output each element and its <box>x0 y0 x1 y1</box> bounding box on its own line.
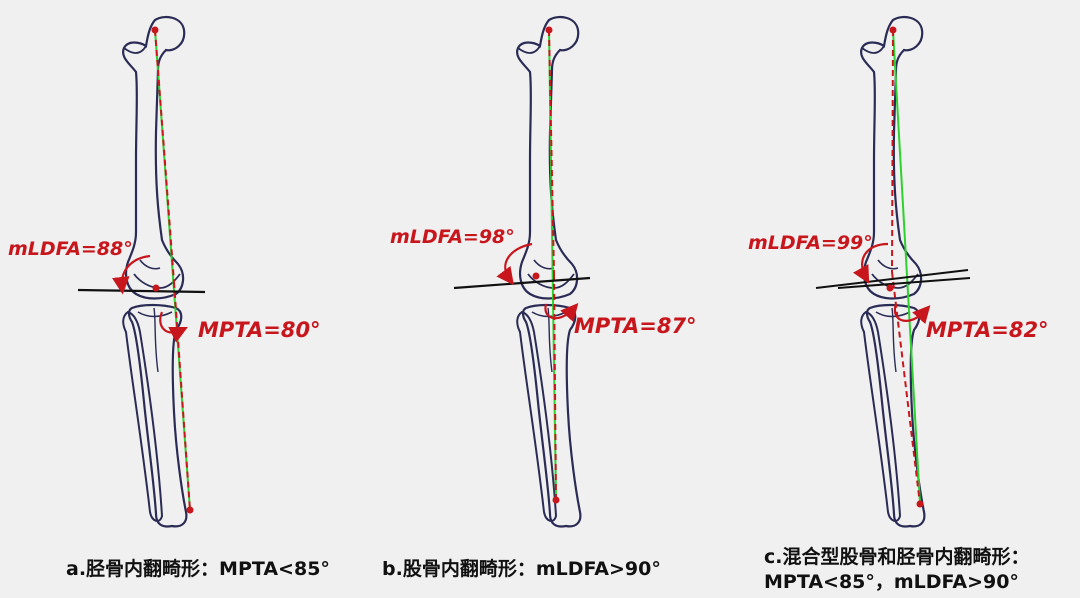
reference-axis-tibia-b <box>553 273 557 501</box>
ankle-point-b <box>552 496 560 504</box>
joint-line-a <box>77 288 206 294</box>
mldfa-label-a: mLDFA=88° <box>8 238 133 260</box>
mechanical-axis-b <box>548 29 557 501</box>
femoral-head-point-c <box>889 26 897 34</box>
ankle-point-c <box>916 500 924 508</box>
mldfa-arc-c <box>852 242 889 284</box>
mpta-label-a: MPTA=80° <box>198 318 321 342</box>
mpta-arc-a <box>159 311 188 343</box>
knee-point-c <box>886 284 894 292</box>
panel-b <box>453 15 591 528</box>
mldfa-arc-b <box>496 242 533 286</box>
reference-axis-a <box>154 29 175 283</box>
mldfa-label-b: mLDFA=98° <box>390 226 515 248</box>
caption-c-line2: MPTA<85°，mLDFA>90° <box>764 571 1019 593</box>
femoral-head-point-b <box>545 26 553 34</box>
mpta-label-c: MPTA=82° <box>926 318 1049 342</box>
caption-a: a.胫骨内翻畸形：MPTA<85° <box>66 558 330 580</box>
caption-b: b.股骨内翻畸形：mLDFA>90° <box>382 558 661 580</box>
panel-a <box>77 15 206 528</box>
ankle-point-a <box>186 506 194 514</box>
reference-axis-tibia-a <box>173 281 191 511</box>
reference-axis-c <box>891 29 894 273</box>
mldfa-arc-a <box>112 254 151 295</box>
caption-c-line1: c.混合型股骨和胫骨内翻畸形： <box>764 546 1030 568</box>
leg-bones-b <box>515 15 582 528</box>
knee-point-b <box>532 272 540 280</box>
panel-c <box>815 15 971 528</box>
knee-point-a <box>152 284 160 292</box>
joint-line-c-1 <box>815 269 969 289</box>
joint-line-c-2 <box>837 277 971 289</box>
mpta-arc-c <box>893 303 931 325</box>
joint-line-b <box>453 276 591 290</box>
reference-axis-b <box>548 29 555 275</box>
mpta-arc-b <box>544 303 579 323</box>
mechanical-axis-c <box>892 29 921 505</box>
reference-axis-tibia-c <box>891 271 921 505</box>
mpta-label-b: MPTA=87° <box>574 314 697 338</box>
mldfa-label-c: mLDFA=99° <box>748 232 873 254</box>
leg-bones-a <box>121 15 188 528</box>
femoral-head-point-a <box>151 26 159 34</box>
